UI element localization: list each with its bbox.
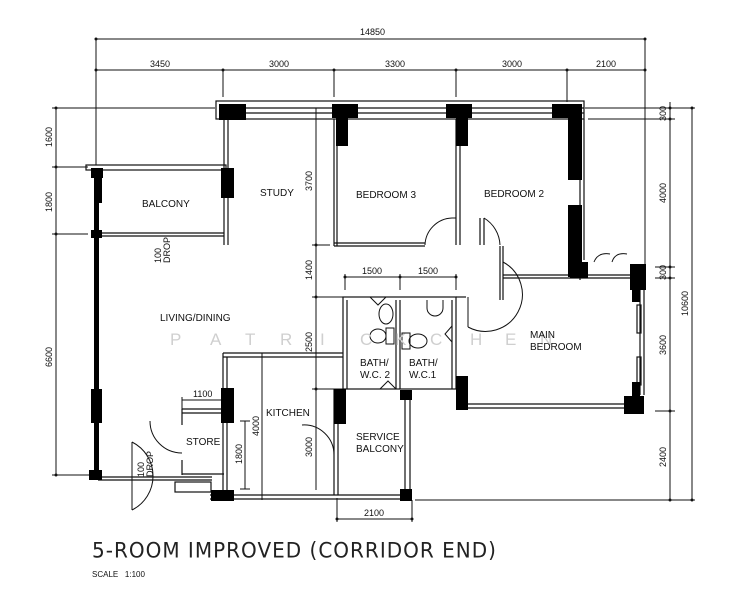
svg-text:A: A [210, 330, 222, 349]
dim-kitchen-length: 4000 [251, 416, 261, 436]
room-label-bath2: BATH/ [360, 358, 389, 369]
dim-overall-height: 10600 [680, 291, 690, 316]
plan-title: 5-ROOM IMPROVED (CORRIDOR END) [92, 537, 497, 563]
svg-text:C: C [360, 330, 372, 349]
left-dimension-lines [52, 106, 215, 477]
dim-left-2: 1800 [44, 192, 54, 212]
dim-top-4: 3000 [502, 59, 522, 69]
dim-right-3: 300 [658, 265, 668, 280]
dim-right-4: 3600 [658, 335, 668, 355]
room-label-service-balcony: SERVICE [356, 432, 400, 443]
room-labels: BALCONY STUDY BEDROOM 3 BEDROOM 2 LIVING… [136, 188, 582, 477]
svg-text:P: P [170, 330, 181, 349]
room-label-living-dining: LIVING/DINING [160, 313, 231, 324]
dim-top-1: 3450 [150, 59, 170, 69]
drop-label-bottom-2: DROP [145, 451, 155, 477]
dim-top-5: 2100 [596, 59, 616, 69]
drop-label-top-2: DROP [162, 237, 172, 263]
room-label-kitchen: KITCHEN [266, 408, 310, 419]
dim-bath-width-1: 1500 [362, 266, 382, 276]
dim-bath-width-2: 1500 [418, 266, 438, 276]
dim-right-1: 300 [658, 106, 668, 121]
columns [89, 104, 646, 501]
room-label-bedroom3: BEDROOM 3 [356, 190, 416, 201]
svg-text:R: R [280, 330, 292, 349]
drop-label-bottom: 100 [136, 462, 146, 477]
svg-text:E: E [505, 330, 516, 349]
room-label-main-bedroom: MAIN [530, 330, 555, 341]
svg-text:T: T [245, 330, 255, 349]
room-label-store: STORE [186, 437, 221, 448]
room-label-study: STUDY [260, 188, 294, 199]
scale-label: SCALE [92, 570, 119, 579]
right-dimension-lines [415, 102, 695, 502]
room-label-main-bedroom-2: BEDROOM [530, 342, 582, 353]
walls [85, 100, 645, 500]
room-label-bath1-b: W.C.1 [409, 370, 437, 381]
dim-top-2: 3000 [269, 59, 289, 69]
dim-bath-depth: 2500 [304, 332, 314, 352]
dimension-labels: 14850 3450 3000 3300 3000 2100 1600 1800… [44, 27, 690, 518]
dim-overall-width: 14850 [360, 27, 385, 37]
drop-label-top: 100 [153, 248, 163, 263]
svg-text:K: K [395, 330, 407, 349]
dim-left-3: 6600 [44, 347, 54, 367]
room-label-bath1: BATH/ [409, 358, 438, 369]
top-dimension-lines [94, 37, 647, 265]
dim-store-width: 1100 [193, 389, 212, 399]
doors [131, 217, 628, 511]
room-label-bath2-b: W.C. 2 [360, 370, 390, 381]
room-label-bedroom2: BEDROOM 2 [484, 189, 544, 200]
dim-corridor: 1400 [304, 260, 314, 280]
internal-dimension-lines [181, 108, 458, 522]
scale-note: SCALE 1:100 [92, 570, 145, 579]
scale-value: 1:100 [124, 570, 145, 579]
svg-text:N: N [540, 330, 552, 349]
toilet-fixtures [369, 300, 444, 350]
dim-service-depth: 3000 [304, 437, 314, 457]
svg-text:H: H [470, 330, 482, 349]
svg-text:I: I [320, 330, 325, 349]
dim-left-1: 1600 [44, 127, 54, 147]
dim-top-3: 3300 [385, 59, 405, 69]
dim-right-5: 2400 [658, 447, 668, 467]
dim-service-width: 2100 [364, 508, 384, 518]
dim-right-2: 4000 [658, 183, 668, 203]
room-label-service-balcony-2: BALCONY [356, 444, 404, 455]
watermark: P A T R I C K C H E N [170, 330, 552, 349]
dim-store-depth: 1800 [234, 444, 244, 464]
dim-study-depth: 3700 [304, 171, 314, 191]
room-label-balcony: BALCONY [142, 199, 190, 210]
svg-text:C: C [430, 330, 442, 349]
